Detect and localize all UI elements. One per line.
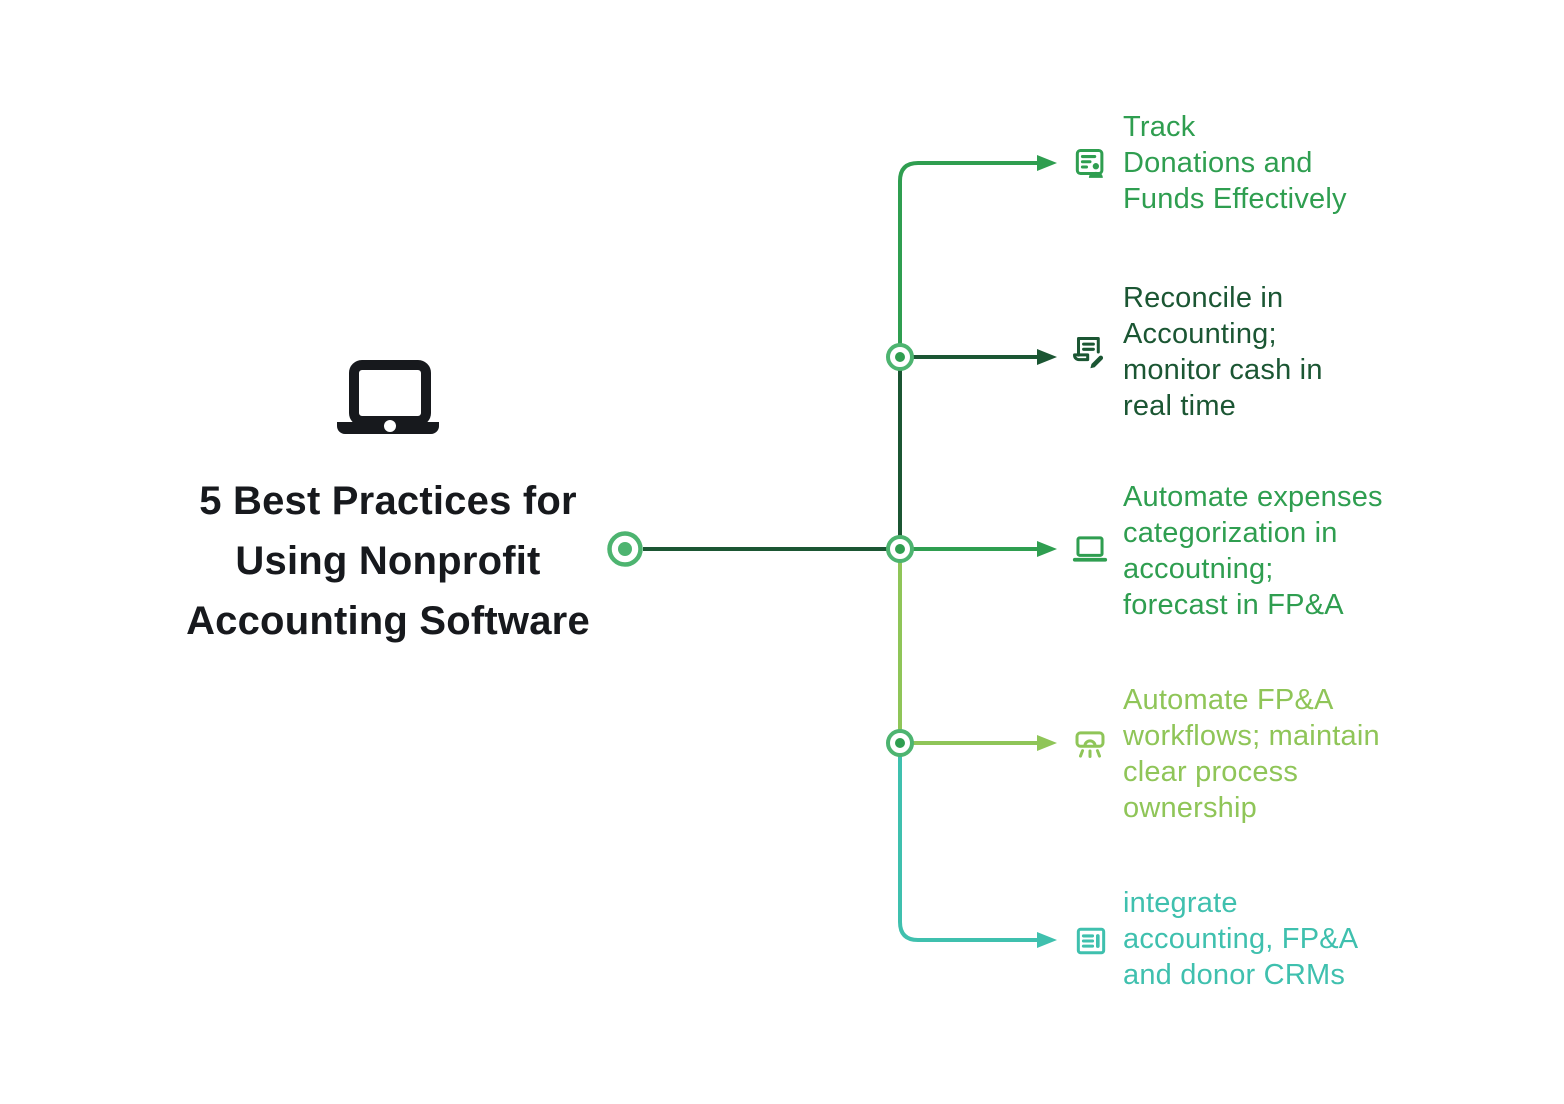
junction-node-2	[886, 535, 914, 563]
trunk-segment-bottom	[898, 743, 1038, 942]
branch-arrow-3	[1037, 541, 1057, 557]
junction-node-3	[886, 729, 914, 757]
root-node	[607, 531, 643, 567]
junction-dot-2	[895, 544, 905, 554]
junction-dot-3	[895, 738, 905, 748]
document-edit-icon	[1069, 333, 1107, 371]
ac-unit-icon	[1071, 725, 1109, 763]
branch-arrow-5	[1037, 932, 1057, 948]
trunk-segment-top	[898, 161, 1038, 357]
contact-card-icon	[1071, 145, 1109, 183]
branch-arrow-1	[1037, 155, 1057, 171]
branch-arrow-2	[1037, 349, 1057, 365]
junction-node-1	[886, 343, 914, 371]
root-node-dot	[618, 542, 632, 556]
laptop-outline-icon	[1071, 530, 1109, 568]
branch-arrow-4	[1037, 735, 1057, 751]
laptop-icon	[333, 358, 443, 449]
junction-dot-1	[895, 352, 905, 362]
article-icon	[1072, 922, 1110, 960]
